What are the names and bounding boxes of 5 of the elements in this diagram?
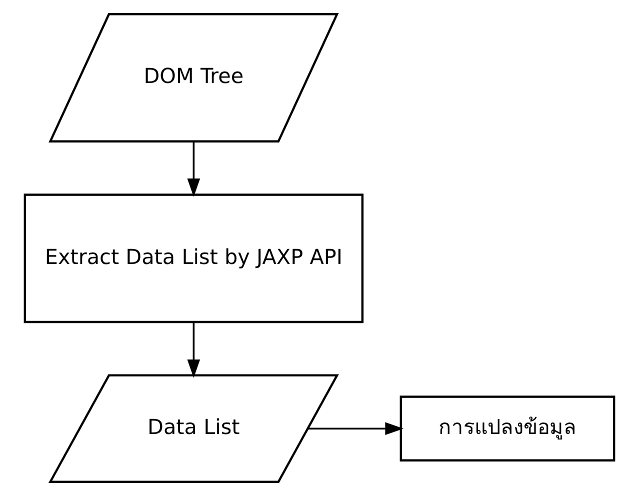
arrow bbox=[187, 142, 200, 197]
arrow bbox=[187, 322, 200, 378]
node-box: การแปลงข้อมูล bbox=[400, 396, 616, 462]
arrow bbox=[308, 422, 404, 436]
node-box: Extract Data List by JAXP API bbox=[24, 194, 364, 324]
